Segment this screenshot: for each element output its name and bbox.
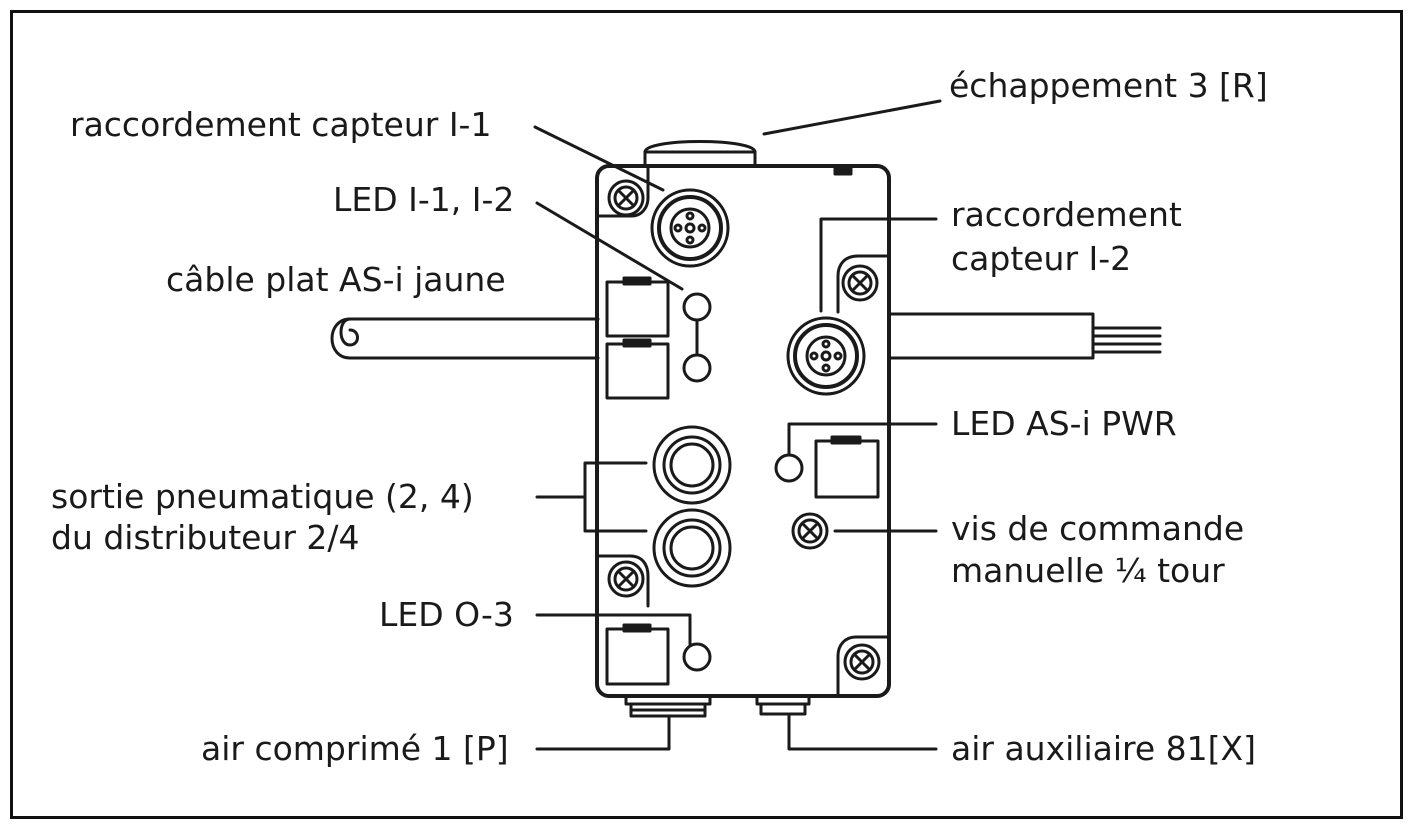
cable-right	[887, 312, 1162, 360]
label-sensor-i1: raccordement capteur I-1	[70, 105, 492, 144]
label-air-p: air comprimé 1 [P]	[201, 729, 509, 768]
diagram-frame	[10, 10, 1403, 819]
flat-cable-left	[330, 317, 600, 360]
label-window-icon	[605, 276, 670, 338]
label-sensor-i2-line2: capteur I-2	[951, 239, 1132, 278]
module-body	[595, 164, 891, 698]
label-air-x: air auxiliaire 81[X]	[951, 729, 1256, 768]
led-o3-icon	[682, 642, 712, 672]
air-fitting-x-icon	[755, 694, 811, 716]
label-exhaust: échappement 3 [R]	[949, 66, 1268, 105]
sensor-connector-i2-icon	[786, 316, 866, 396]
label-window-icon	[814, 435, 880, 499]
body-notch	[833, 164, 853, 176]
label-manual-screw-line1: vis de commande	[951, 509, 1245, 548]
label-manual-screw-line2: manuelle ¼ tour	[951, 551, 1225, 590]
label-led-pwr: LED AS-i PWR	[951, 404, 1177, 443]
corner-screw-icon	[597, 554, 650, 608]
sensor-connector-i1-icon	[650, 188, 730, 268]
manual-override-screw-icon	[791, 512, 829, 550]
corner-screw-icon	[836, 254, 889, 314]
label-led-i1-i2: LED I-1, I-2	[333, 180, 515, 219]
pneumatic-output-4-icon	[652, 508, 732, 588]
label-led-o3: LED O-3	[379, 595, 514, 634]
air-fitting-p-icon	[624, 694, 712, 718]
led-i2-icon	[682, 353, 712, 383]
exhaust-cap	[643, 140, 757, 168]
label-window-icon	[605, 338, 670, 400]
label-flat-cable: câble plat AS-i jaune	[166, 260, 506, 299]
pneumatic-output-2-icon	[652, 425, 732, 505]
label-window-icon	[605, 623, 670, 686]
leader-lines	[533, 99, 942, 751]
led-pwr-icon	[774, 453, 804, 483]
label-sensor-i2-line1: raccordement	[951, 195, 1182, 234]
corner-screw-icon	[597, 166, 650, 218]
label-pneumatic-line2: du distributeur 2/4	[51, 518, 360, 557]
label-pneumatic-line1: sortie pneumatique (2, 4)	[51, 477, 474, 516]
corner-screw-icon	[836, 635, 889, 696]
led-i1-icon	[682, 292, 712, 322]
